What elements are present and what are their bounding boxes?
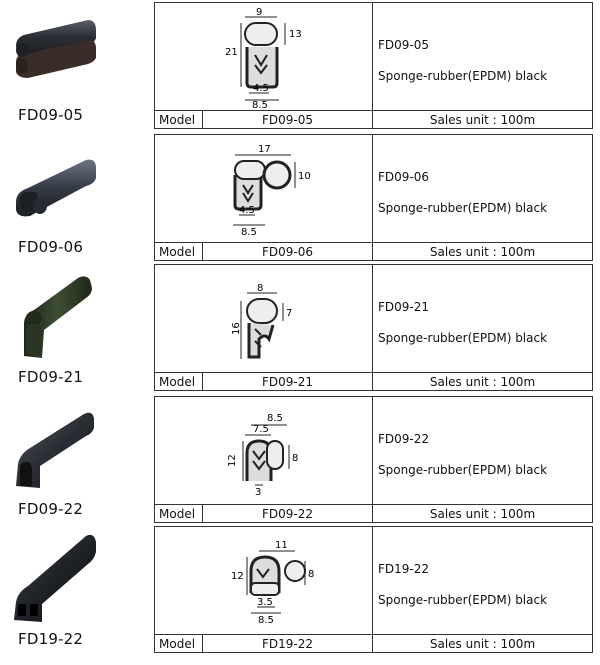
dim-label: 8.5 [258, 615, 274, 626]
profile-drawing: 11 12 8 3.5 8.5 [155, 527, 373, 634]
product-photo [24, 276, 92, 358]
description-code: FD09-21 [378, 300, 430, 314]
dim-label: 8.5 [241, 227, 257, 238]
profile-drawing: 8 16 7 [155, 265, 373, 372]
dim-label: 3 [255, 487, 261, 498]
dim-label: 8 [292, 453, 298, 464]
description-material: Sponge-rubber(EPDM) black [378, 593, 548, 607]
footer-model-label: Model [155, 505, 203, 523]
dim-label: 8.5 [267, 413, 283, 424]
product-card: 8 16 7 FD09-21 Sponge-rubber(EPDM) black… [154, 264, 593, 391]
description-material: Sponge-rubber(EPDM) black [378, 201, 548, 215]
description-cell: FD09-22 Sponge-rubber(EPDM) black [373, 397, 592, 504]
dim-label: 13 [289, 29, 302, 40]
model-label: FD09-22 [18, 500, 84, 518]
product-row: FD09-22 8.5 7.5 12 8 3 [0, 396, 600, 523]
product-row: FD09-05 9 21 13 [0, 2, 600, 129]
spec-footer: Model FD19-22 Sales unit : 100m [155, 634, 592, 653]
model-label: FD19-22 [18, 630, 84, 648]
profile-drawing: 17 10 4.5 8.5 [155, 135, 373, 242]
product-card: 8.5 7.5 12 8 3 FD09-22 Sponge-rubber(EPD… [154, 396, 593, 523]
product-row: FD09-06 17 10 4.5 8.5 F [0, 134, 600, 261]
dim-label: 7 [286, 308, 292, 319]
spec-footer: Model FD09-21 Sales unit : 100m [155, 372, 592, 391]
footer-sales-unit: Sales unit : 100m [429, 637, 536, 651]
dim-label: 16 [231, 322, 242, 335]
dim-label: 12 [231, 571, 244, 582]
footer-sales-unit: Sales unit : 100m [429, 113, 536, 127]
product-row: FD19-22 11 12 8 3.5 8.5 [0, 526, 600, 653]
description-code: FD09-22 [378, 432, 430, 446]
dim-label: 17 [258, 144, 271, 155]
footer-model-value: FD19-22 [203, 635, 373, 653]
dim-label: 3.5 [257, 597, 273, 608]
footer-model-value: FD09-21 [203, 373, 373, 391]
description-code: FD09-06 [378, 170, 430, 184]
dim-label: 9 [256, 7, 262, 18]
spec-footer: Model FD09-22 Sales unit : 100m [155, 504, 592, 523]
footer-sales-unit: Sales unit : 100m [429, 507, 536, 521]
dim-label: 8 [257, 283, 263, 294]
product-card: 11 12 8 3.5 8.5 FD19-22 Sponge-rubber(EP… [154, 526, 593, 653]
footer-sales-unit: Sales unit : 100m [429, 375, 536, 389]
dim-label: 8 [308, 569, 314, 580]
dim-label: 10 [298, 171, 311, 182]
description-cell: FD09-21 Sponge-rubber(EPDM) black [373, 265, 592, 372]
profile-drawing: 9 21 13 4.5 8.5 [155, 3, 373, 111]
product-photo [16, 412, 94, 488]
dim-label: 7.5 [253, 424, 269, 435]
footer-model-label: Model [155, 243, 203, 261]
product-photo [16, 159, 96, 217]
profile-drawing: 8.5 7.5 12 8 3 [155, 397, 373, 504]
product-card: 17 10 4.5 8.5 FD09-06 Sponge-rubber(EPDM… [154, 134, 593, 261]
product-row: FD09-21 8 16 7 FD09-21 Sponge-rubber(EPD… [0, 264, 600, 391]
model-label: FD09-05 [18, 106, 84, 124]
dim-label: 4.5 [253, 83, 269, 94]
description-material: Sponge-rubber(EPDM) black [378, 331, 548, 345]
dim-label: 4.5 [239, 205, 255, 216]
dim-label: 12 [227, 454, 238, 467]
model-label: FD09-06 [18, 238, 84, 256]
footer-model-value: FD09-06 [203, 243, 373, 261]
footer-model-label: Model [155, 373, 203, 391]
footer-model-label: Model [155, 111, 203, 129]
description-material: Sponge-rubber(EPDM) black [378, 463, 548, 477]
product-card: 9 21 13 4.5 8.5 FD09-05 Sponge-rubber(EP… [154, 2, 593, 129]
description-material: Sponge-rubber(EPDM) black [378, 69, 548, 83]
description-cell: FD09-05 Sponge-rubber(EPDM) black [373, 3, 592, 110]
footer-model-value: FD09-22 [203, 505, 373, 523]
description-code: FD09-05 [378, 38, 430, 52]
description-code: FD19-22 [378, 562, 430, 576]
dim-label: 21 [225, 47, 238, 58]
spec-footer: Model FD09-06 Sales unit : 100m [155, 242, 592, 261]
description-cell: FD09-06 Sponge-rubber(EPDM) black [373, 135, 592, 242]
footer-model-value: FD09-05 [203, 111, 373, 129]
spec-footer: Model FD09-05 Sales unit : 100m [155, 110, 592, 129]
product-photo [14, 534, 96, 622]
footer-model-label: Model [155, 635, 203, 653]
footer-sales-unit: Sales unit : 100m [429, 245, 536, 259]
product-photo [16, 20, 96, 78]
dim-label: 11 [275, 540, 288, 551]
description-cell: FD19-22 Sponge-rubber(EPDM) black [373, 527, 592, 634]
dim-label: 8.5 [252, 100, 268, 110]
model-label: FD09-21 [18, 368, 84, 386]
